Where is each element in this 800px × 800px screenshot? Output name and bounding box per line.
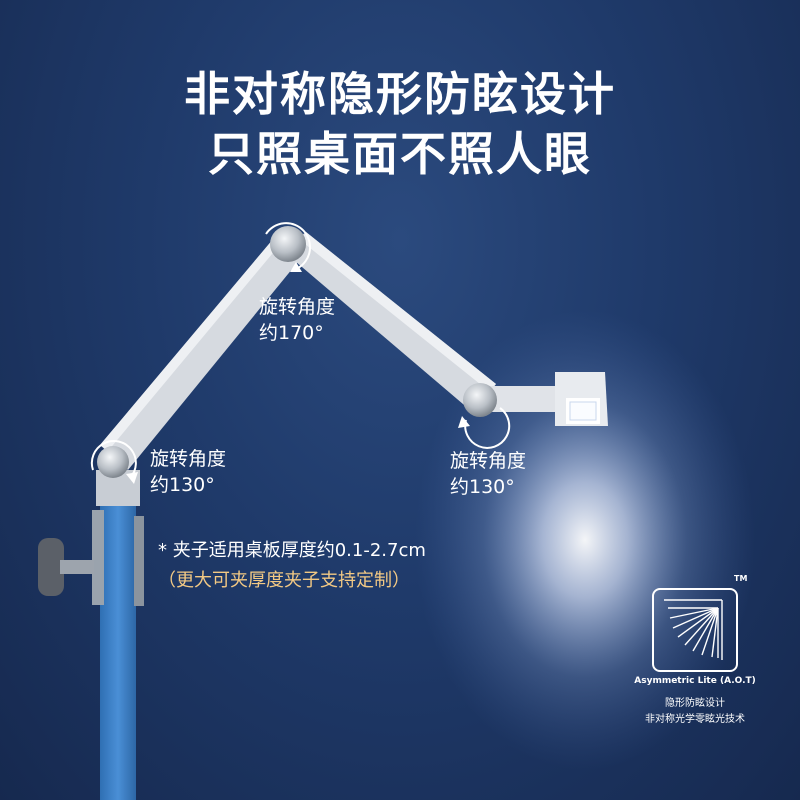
upper-arm (282, 232, 496, 410)
left-joint-label: 旋转角度 约130° (150, 446, 226, 498)
right-joint-label-line2: 约130° (450, 476, 515, 498)
trademark: TM (734, 574, 748, 583)
clamp-note-custom: （更大可夹厚度夹子支持定制） (158, 570, 410, 591)
top-joint-label-line1: 旋转角度 (259, 296, 336, 318)
right-joint-label-line1: 旋转角度 (450, 450, 527, 472)
badge-fan-graphic (664, 599, 723, 660)
clamp-note: * 夹子适用桌板厚度约0.1-2.7cm (158, 540, 426, 561)
headline-line-2: 只照桌面不照人眼 (208, 127, 592, 181)
left-joint-label-line2: 约130° (150, 474, 215, 496)
right-joint (463, 383, 497, 417)
rotation-arrow-left (90, 440, 137, 479)
lower-arm (100, 238, 306, 470)
lamp-pole (100, 504, 136, 800)
top-joint-label: 旋转角度 约170° (259, 294, 335, 346)
rotation-arrow-right (464, 407, 511, 449)
top-joint-label-line2: 约170° (259, 322, 324, 344)
rotation-arrow-top (265, 222, 312, 269)
badge-line-1: 隐形防眩设计 (665, 698, 725, 709)
clamp-knob (38, 538, 64, 596)
headline-line-1: 非对称隐形防眩设计 (184, 67, 616, 121)
left-joint (97, 446, 129, 478)
right-joint-label: 旋转角度 约130° (450, 448, 526, 500)
badge-name: Asymmetric Lite (A.O.T) (634, 676, 756, 686)
anti-glare-badge-frame (652, 588, 738, 672)
top-joint (270, 226, 306, 262)
badge-line-2: 非对称光学零眩光技术 (645, 714, 745, 725)
clamp-bracket (92, 510, 104, 605)
light-glow (415, 310, 755, 770)
left-joint-label-line1: 旋转角度 (150, 448, 227, 470)
